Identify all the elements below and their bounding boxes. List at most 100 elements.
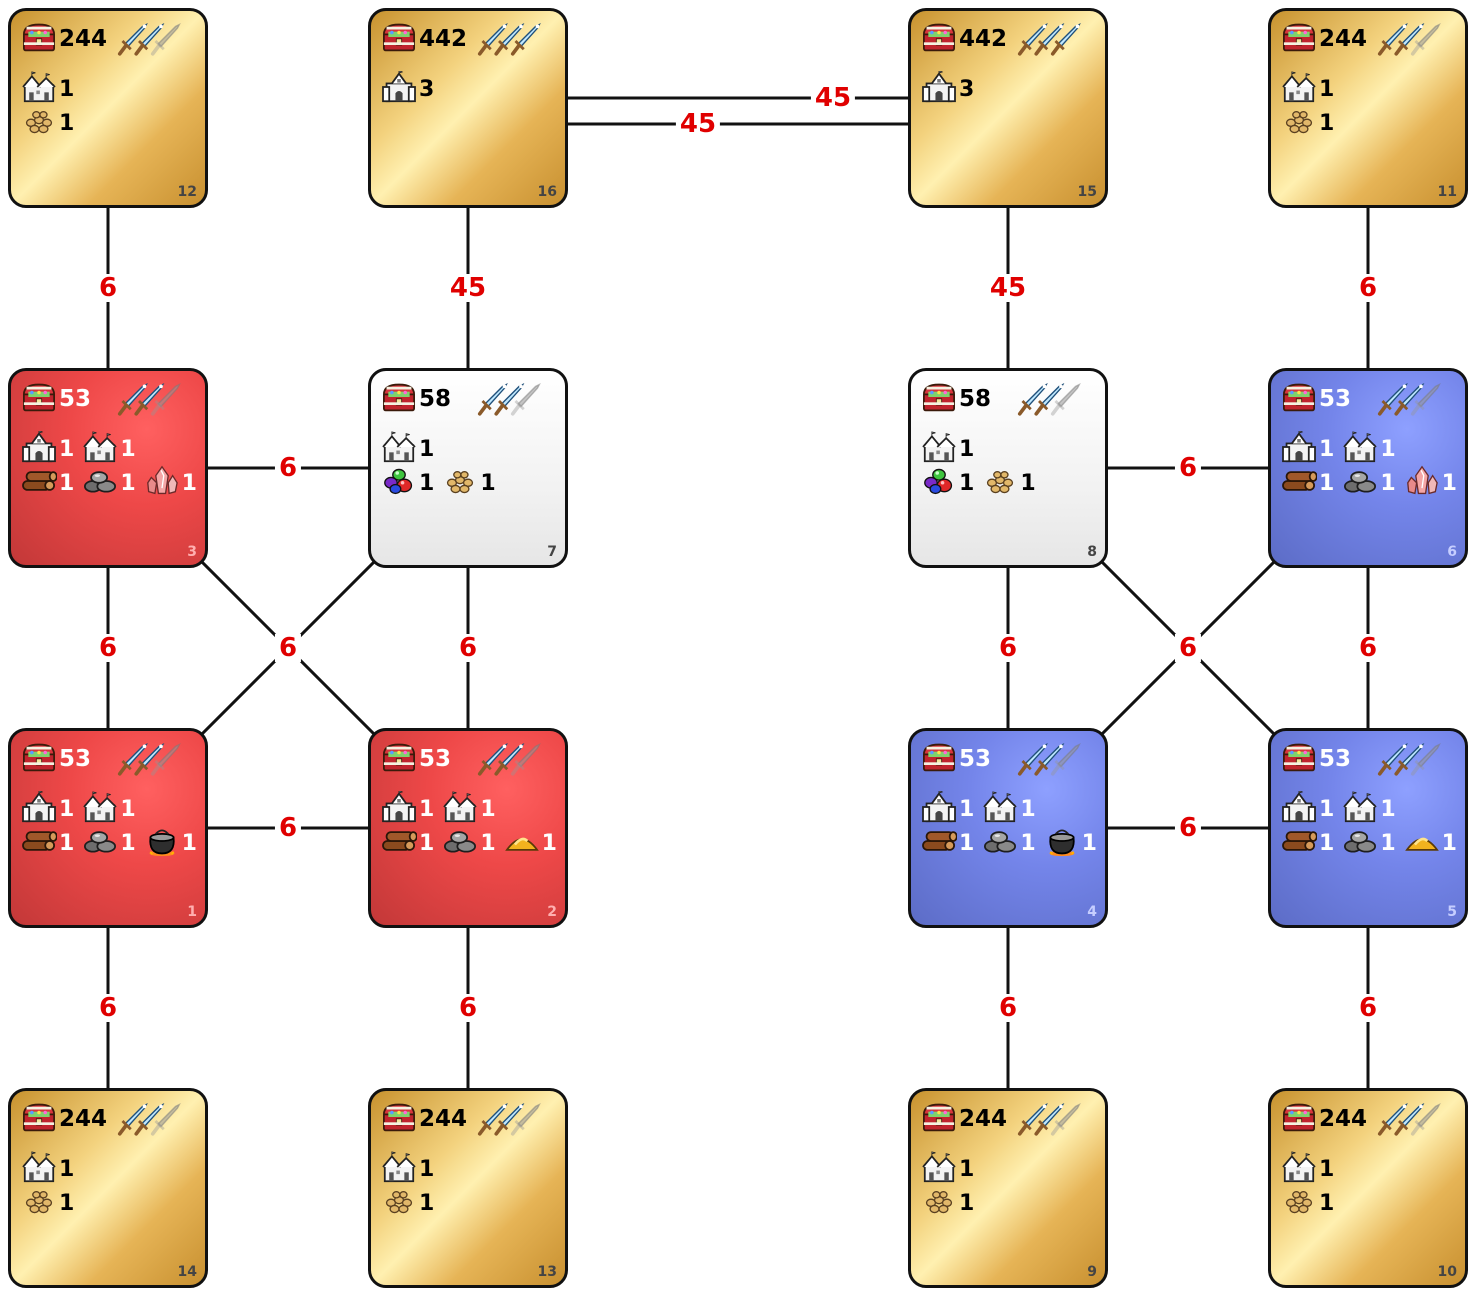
swords-icon [477,1102,541,1136]
chest-icon [21,741,57,777]
connection-distance-label: 6 [454,994,482,1022]
connection-distance-label: 6 [994,634,1022,662]
tile-id: 1 [187,904,197,920]
connection-distance-label: 6 [94,274,122,302]
swords-icon [117,742,181,776]
connection-distance-label: 6 [1354,634,1382,662]
tile-id: 15 [1077,184,1097,200]
resource-count: 1 [959,1156,975,1182]
castle-icon [21,431,57,467]
resource-count: 1 [59,1156,75,1182]
resource-count: 1 [1380,830,1396,856]
resource-count: 1 [959,436,975,462]
gold-row: 244 [21,1103,115,1135]
house-icon [1342,791,1378,827]
tile-id: 11 [1437,184,1457,200]
gold-row: 244 [921,1103,1015,1135]
resource-count: 1 [1441,830,1457,856]
resource-count: 1 [959,470,975,496]
tile-id: 10 [1437,1264,1457,1280]
gold-row: 53 [21,743,99,775]
resource-count: 1 [419,470,435,496]
resource-row: 1 [21,1187,82,1219]
resource-row: 1 [381,1187,442,1219]
tile-id: 7 [547,544,557,560]
connection-distance-label: 45 [810,84,856,112]
resource-count: 1 [1319,830,1335,856]
gold-row: 58 [381,383,459,415]
chest-icon [1281,1101,1317,1137]
gems-icon [921,465,957,501]
resource-count: 1 [419,796,435,822]
swords-icon [117,22,181,56]
grain-icon [1281,105,1317,141]
tile-id: 12 [177,184,197,200]
wood-icon [1281,465,1317,501]
grain-icon [442,465,478,501]
gold-value: 244 [1319,26,1368,52]
resource-count: 1 [1319,1156,1335,1182]
house-icon [921,431,957,467]
castle-icon [921,71,957,107]
cauldron-icon [1044,825,1080,861]
swords-icon [1377,742,1441,776]
tile-id: 16 [537,184,557,200]
gold-row: 53 [1281,743,1359,775]
resource-count: 1 [181,830,197,856]
resource-count: 1 [419,436,435,462]
grain-icon [381,1185,417,1221]
connection-distance-label: 45 [985,274,1031,302]
swords-icon [1377,382,1441,416]
gold-value: 53 [59,746,92,772]
chest-icon [381,1101,417,1137]
territory-tile-14[interactable]: 244 1 1 14 [8,1088,208,1288]
grain-icon [21,105,57,141]
resource-count: 1 [120,436,136,462]
connection-distance-label: 6 [94,634,122,662]
resource-count: 1 [959,830,975,856]
tile-id: 8 [1087,544,1097,560]
resource-count: 1 [959,1190,975,1216]
crystal-icon [1404,465,1440,501]
resource-count: 1 [1081,830,1097,856]
tile-id: 14 [177,1264,197,1280]
resource-row: 1 [1281,1151,1342,1185]
resource-count: 1 [1380,796,1396,822]
house-icon [82,431,118,467]
tile-id: 13 [537,1264,557,1280]
gold-value: 442 [419,26,468,52]
resource-row: 1 [1281,1187,1342,1219]
gold-value: 53 [1319,386,1352,412]
resource-count: 1 [1020,470,1036,496]
gold-value: 244 [959,1106,1008,1132]
resource-row: 1 1 1 [1281,827,1465,859]
resource-count: 1 [59,796,75,822]
connection-distance-label: 6 [274,634,302,662]
resource-row: 1 [921,431,982,467]
resource-count: 1 [1319,76,1335,102]
house-icon [381,431,417,467]
resource-count: 1 [1319,436,1335,462]
resource-count: 1 [1319,796,1335,822]
gold-value: 244 [59,26,108,52]
